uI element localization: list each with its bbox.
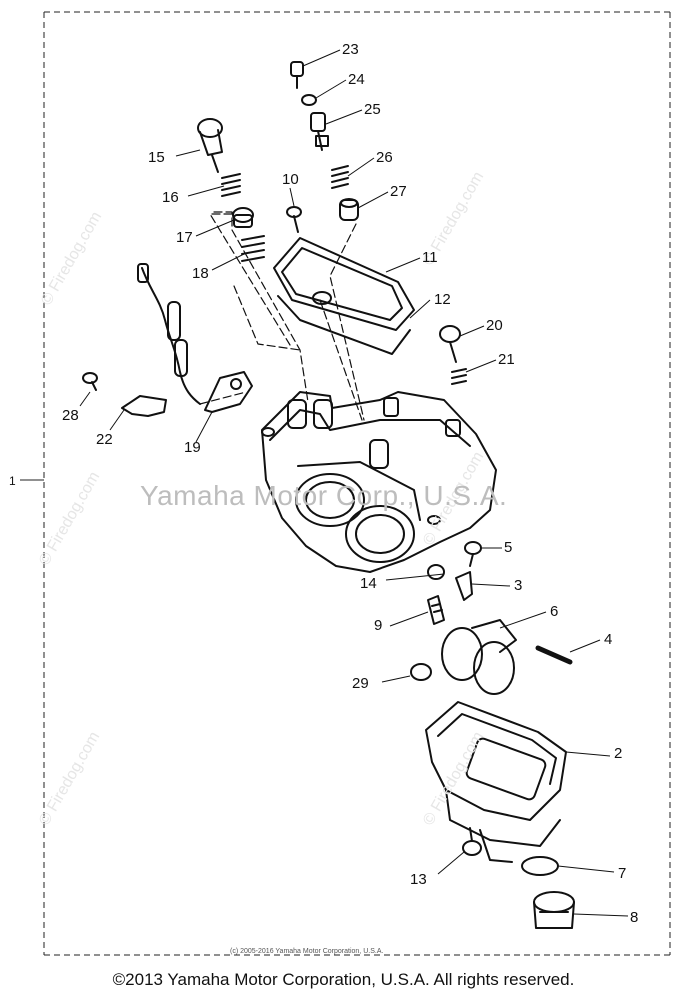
callout-13: 13	[410, 871, 427, 888]
part-10-screw	[286, 206, 302, 233]
assembly-leader-lines	[199, 211, 365, 421]
callout-29: 29	[352, 675, 369, 692]
part-1-carburetor-body	[261, 391, 497, 573]
callout-2: 2	[614, 745, 623, 762]
part-28-screw	[82, 372, 98, 391]
callout-8: 8	[630, 909, 639, 926]
part-27-cap	[339, 198, 359, 221]
callout-24: 24	[348, 71, 365, 88]
callout-26: 26	[376, 149, 393, 166]
part-18-spring	[241, 235, 265, 262]
part-12-gasket	[277, 295, 411, 355]
callout-6: 6	[550, 603, 559, 620]
callout-leaders	[79, 49, 629, 917]
part-20-screw	[439, 325, 461, 363]
diagram-frame	[43, 11, 671, 956]
part-15-screw	[197, 118, 223, 173]
callout-21: 21	[498, 351, 515, 368]
callout-19: 19	[184, 439, 201, 456]
callout-4: 4	[604, 631, 613, 648]
part-4-pin	[535, 645, 573, 665]
part-22-bracket	[121, 395, 167, 417]
callout-1: 1	[9, 474, 16, 488]
part-5-screw	[464, 541, 482, 567]
part-29-washer	[410, 663, 432, 681]
callout-3: 3	[514, 577, 523, 594]
part-7-o-ring	[521, 856, 559, 876]
part-16-spring	[221, 173, 241, 197]
part-19-sensor	[137, 263, 253, 413]
part-14-jet	[427, 564, 445, 580]
callout-7: 7	[618, 865, 627, 882]
footer-copyright: ©2013 Yamaha Motor Corporation, U.S.A. A…	[112, 970, 575, 989]
callout-14: 14	[360, 575, 377, 592]
callout-22: 22	[96, 431, 113, 448]
callout-17: 17	[176, 229, 193, 246]
callout-15: 15	[148, 149, 165, 166]
part-13-screw	[462, 827, 482, 856]
part-24-washer	[301, 94, 317, 106]
part-21-spring	[451, 368, 467, 385]
callout-25: 25	[364, 101, 381, 118]
part-26-spring	[331, 165, 349, 189]
callout-11: 11	[422, 249, 438, 266]
callout-5: 5	[504, 539, 513, 556]
part-3-jet	[455, 571, 473, 601]
part-25-valve	[310, 112, 329, 151]
small-copyright: (c) 2005-2016 Yamaha Motor Corporation, …	[230, 948, 384, 955]
callout-9: 9	[374, 617, 383, 634]
callout-27: 27	[390, 183, 407, 200]
part-11-cover	[273, 237, 415, 331]
part-8-drain-plug	[533, 891, 575, 929]
callout-10: 10	[282, 171, 299, 188]
callout-23: 23	[342, 41, 359, 58]
part-6-float	[441, 619, 517, 695]
callout-20: 20	[486, 317, 503, 334]
watermark-center: Yamaha Motor Corp., U.S.A.	[140, 480, 508, 511]
callout-16: 16	[162, 189, 179, 206]
callout-18: 18	[192, 265, 209, 282]
part-17-washer	[232, 207, 254, 228]
part-9-screw	[427, 595, 445, 625]
callout-12: 12	[434, 291, 451, 308]
part-2-float-bowl	[425, 701, 567, 863]
part-23-screw	[290, 61, 304, 89]
callout-28: 28	[62, 407, 79, 424]
